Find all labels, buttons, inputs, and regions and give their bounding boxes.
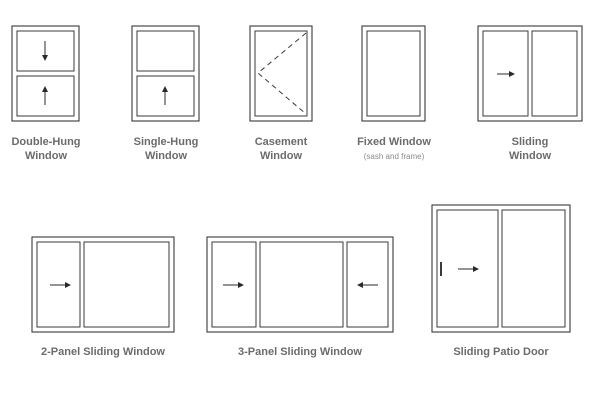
single-hung-label-line-2: Window <box>145 150 187 162</box>
two-panel-sliding-window-illustration <box>31 236 175 333</box>
casement-window-illustration <box>249 25 313 122</box>
sliding-window-illustration <box>477 25 583 122</box>
door-handle <box>440 262 442 276</box>
casement-label-line-2: Window <box>260 150 302 162</box>
sliding-label-line-2: Window <box>509 150 551 162</box>
sliding-patio-door-label: Sliding Patio Door <box>453 346 549 358</box>
sliding-patio-door-illustration <box>431 204 571 333</box>
right-arrow-icon <box>223 282 244 288</box>
up-arrow-icon <box>42 86 48 105</box>
double-hung-label-line-2: Window <box>25 150 67 162</box>
fixed-window-label: Fixed Window <box>357 136 431 148</box>
double-hung-window-illustration <box>11 25 80 122</box>
two-panel-sliding-label: 2-Panel Sliding Window <box>41 346 165 358</box>
single-hung-window-illustration <box>131 25 200 122</box>
right-arrow-icon <box>50 282 71 288</box>
down-arrow-icon <box>42 41 48 61</box>
casement-label-line-1: Casement <box>255 136 308 148</box>
double-hung-label-line-1: Double-Hung <box>11 136 80 148</box>
sliding-label-line-1: Sliding <box>512 136 549 148</box>
right-arrow-icon <box>497 71 515 77</box>
casement-swing-lines <box>257 32 307 115</box>
left-arrow-icon <box>357 282 378 288</box>
fixed-window-note: (sash and frame) <box>364 152 425 161</box>
fixed-window-illustration <box>361 25 426 122</box>
up-arrow-icon <box>162 86 168 105</box>
three-panel-sliding-label: 3-Panel Sliding Window <box>238 346 362 358</box>
single-hung-label-line-1: Single-Hung <box>134 136 199 148</box>
right-arrow-icon <box>458 266 479 272</box>
three-panel-sliding-window-illustration <box>206 236 394 333</box>
